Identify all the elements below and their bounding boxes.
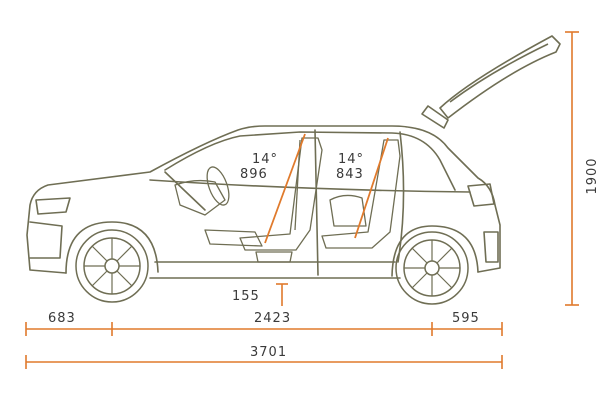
- headlight: [35, 197, 71, 215]
- rear-wheel: [395, 231, 469, 305]
- rear-seat-angle: 14°: [338, 152, 364, 167]
- dashboard: [174, 179, 226, 216]
- height-dimension-line: [565, 31, 579, 306]
- front-seat: [239, 137, 323, 251]
- front-wheel-arch: [65, 221, 159, 274]
- rear-legroom-line: [354, 137, 389, 239]
- rear-door-line: [397, 131, 405, 263]
- overall-length-label: 3701: [250, 345, 287, 360]
- rear-seat: [321, 139, 401, 249]
- front-bumper: [29, 221, 63, 259]
- front-door-line: [314, 129, 319, 276]
- a-pillar: [164, 171, 206, 211]
- beltline: [149, 179, 471, 193]
- front-seat-angle: 14°: [252, 152, 278, 167]
- window-frame: [164, 131, 456, 191]
- car-body: [26, 125, 501, 279]
- interior: [174, 137, 401, 263]
- length-dimension-lines: [25, 322, 503, 369]
- front-overhang-label: 683: [48, 311, 76, 326]
- front-wheel: [75, 229, 149, 303]
- wheelbase-label: 2423: [254, 311, 291, 326]
- seat-measure-lines: [264, 133, 389, 244]
- body-silhouette: [26, 125, 501, 279]
- height-label: 1900: [585, 157, 600, 194]
- steering-wheel: [206, 166, 230, 206]
- open-tailgate: [421, 35, 561, 129]
- rear-overhang-label: 595: [452, 311, 480, 326]
- tail-light: [467, 183, 495, 207]
- ground-clearance-marker: [276, 283, 288, 306]
- ground-clearance-label: 155: [232, 289, 260, 304]
- rear-wheel-arch: [391, 225, 479, 277]
- rear-seat-legroom: 843: [336, 167, 364, 182]
- front-seat-legroom: 896: [240, 167, 268, 182]
- front-legroom-line: [264, 133, 306, 244]
- rear-bumper: [483, 231, 499, 263]
